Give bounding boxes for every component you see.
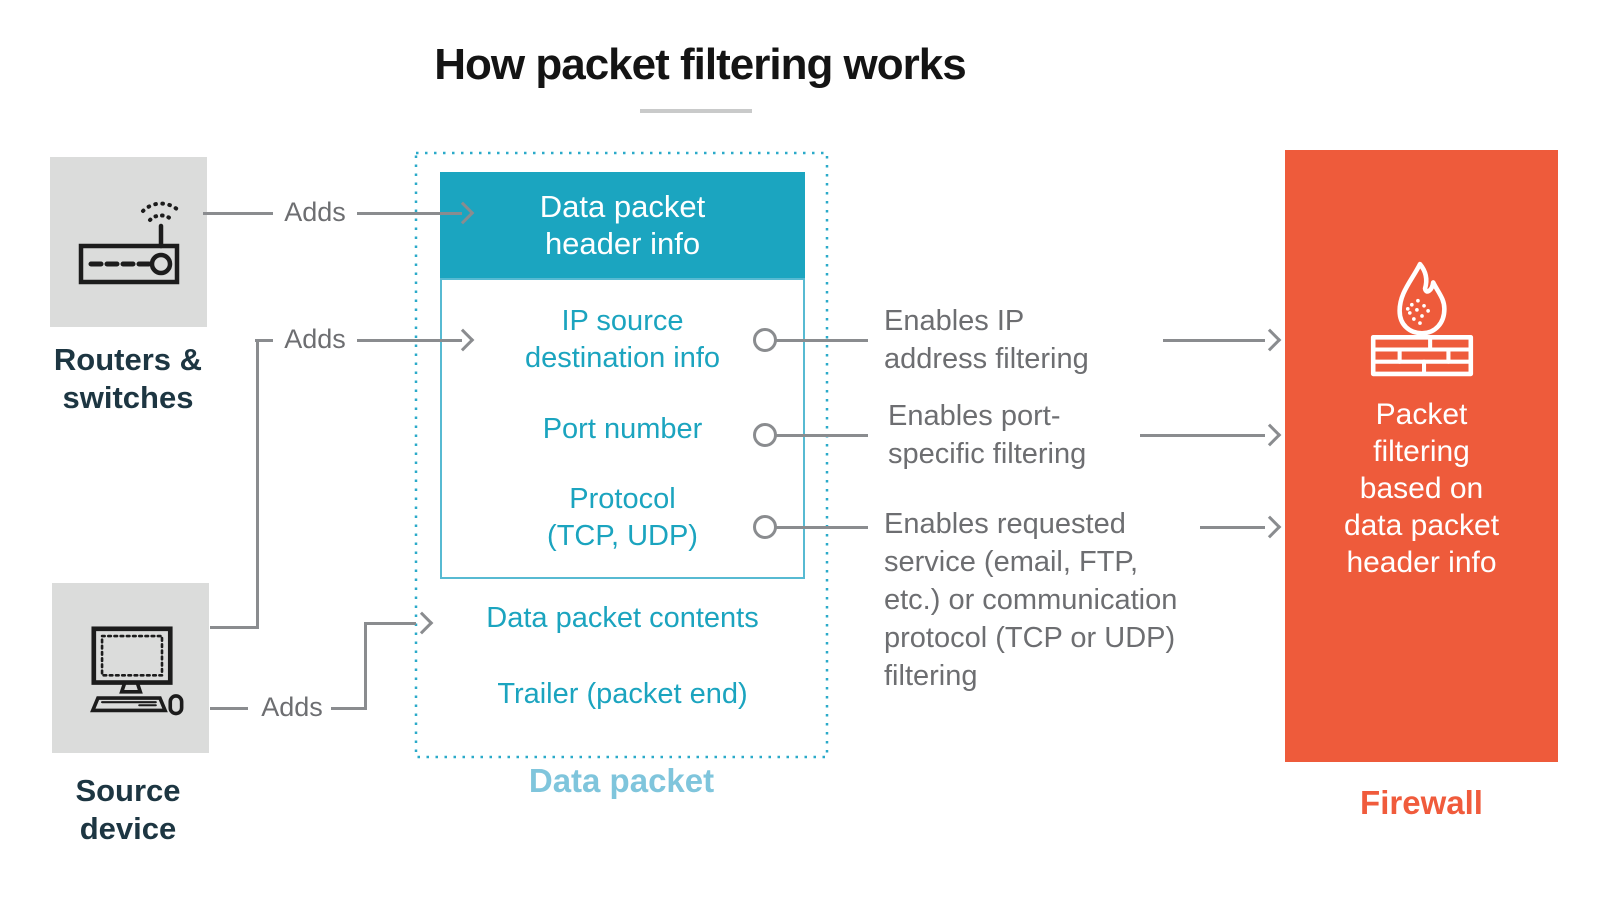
arrowhead-icon: [1258, 328, 1282, 352]
data-packet-dotted-border: [414, 151, 829, 759]
port-circle-port: [753, 423, 777, 447]
field-port-number: Port number: [542, 413, 703, 445]
arrowhead-icon: [1258, 423, 1282, 447]
data-packet-contents: Data packet contents: [486, 602, 759, 634]
data-packet-caption: Data packet: [528, 762, 715, 799]
routers-switches-label: Routers & switches: [53, 342, 203, 415]
connector-line: [357, 338, 462, 342]
annotation-protocol-filtering: Enables requested service (email, FTP, e…: [884, 508, 1178, 692]
connector-line: [1163, 338, 1265, 342]
port-circle-ip: [753, 328, 777, 352]
router-icon: [69, 180, 189, 305]
adds-label-3: Adds: [261, 692, 323, 722]
connector-line: [1140, 433, 1265, 437]
connector-line: [776, 433, 868, 437]
connector-line: [210, 707, 248, 710]
connector-line: [255, 338, 259, 629]
connector-line: [210, 626, 258, 629]
connector-line: [364, 621, 416, 625]
firewall-flame-icon: [1361, 258, 1483, 385]
connector-line: [255, 338, 273, 342]
arrowhead-icon: [1258, 515, 1282, 539]
source-device-label: Source device: [75, 773, 181, 846]
connector-line: [1200, 525, 1265, 529]
adds-label-2: Adds: [284, 324, 346, 354]
field-ip-source-destination: IP source destination info: [524, 305, 721, 374]
header-info-box: [440, 278, 805, 579]
desktop-computer-icon: [69, 604, 193, 733]
page-title: How packet filtering works: [434, 40, 966, 89]
connector-line: [203, 211, 273, 215]
adds-label-1: Adds: [284, 197, 346, 227]
annotation-ip-filtering: Enables IP address filtering: [884, 305, 1089, 375]
data-packet-trailer: Trailer (packet end): [497, 678, 748, 710]
port-circle-protocol: [753, 515, 777, 539]
firewall-box: [1285, 150, 1558, 762]
field-protocol: Protocol (TCP, UDP): [547, 483, 698, 552]
routers-switches-box: [50, 157, 207, 327]
connector-line: [331, 707, 367, 710]
data-packet-header: Data packet header info: [440, 172, 805, 278]
connector-line: [776, 525, 868, 529]
firewall-caption: Firewall: [1360, 784, 1483, 821]
title-underline: [640, 109, 752, 113]
connector-line: [776, 338, 868, 342]
firewall-description: Packet filtering based on data packet he…: [1343, 398, 1500, 579]
annotation-port-filtering: Enables port- specific filtering: [888, 400, 1087, 470]
connector-line: [364, 621, 367, 710]
connector-line: [357, 211, 462, 215]
source-device-box: [52, 583, 209, 753]
